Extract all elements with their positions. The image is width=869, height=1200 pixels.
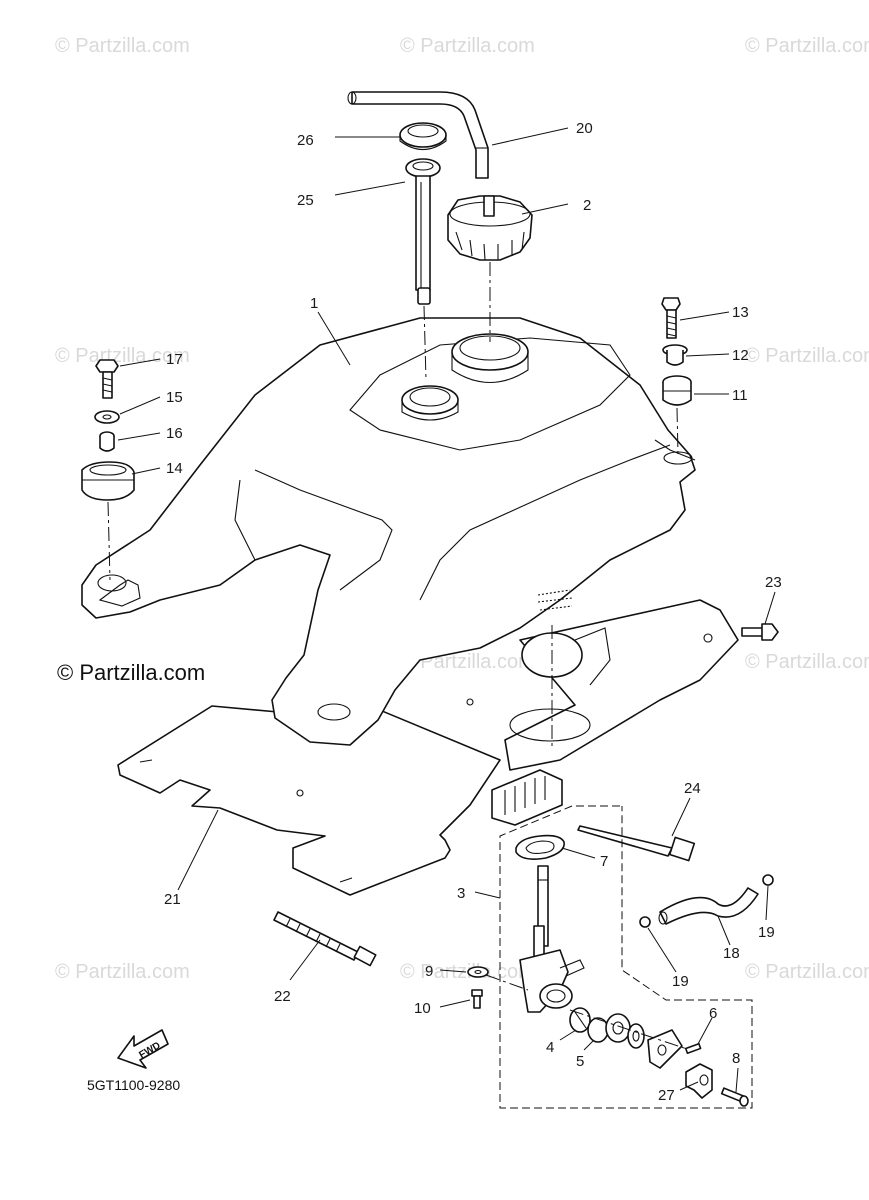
screw-6 xyxy=(684,1042,702,1055)
fuel-sender-25 xyxy=(405,158,441,381)
watermark: © Partzilla.com xyxy=(400,35,535,57)
callout-2: 2 xyxy=(583,197,591,214)
fuel-cock-assy-box xyxy=(499,805,753,1109)
lever-4 xyxy=(569,1007,591,1033)
callout-18: 18 xyxy=(723,945,740,962)
under-plate-21 xyxy=(117,698,501,896)
callout-8: 8 xyxy=(732,1050,740,1067)
hose-clip-19b xyxy=(762,874,774,886)
watermark: © Partzilla.com xyxy=(745,345,869,367)
callout-13: 13 xyxy=(732,304,749,321)
protector xyxy=(491,769,563,826)
fuel-hose-18 xyxy=(658,887,759,925)
callout-21: 21 xyxy=(164,891,181,908)
callout-17: 17 xyxy=(166,351,183,368)
cable-tie-22 xyxy=(273,911,377,967)
bolt-13 xyxy=(661,297,681,339)
callout-19: 19 xyxy=(758,924,775,941)
washer-9 xyxy=(467,966,489,978)
callout-20: 20 xyxy=(576,120,593,137)
callout-labels: 1 2 3 4 5 6 7 8 9 10 11 12 13 14 15 16 1… xyxy=(164,120,782,1104)
breather-hose-20 xyxy=(347,91,489,179)
watermark: © Partzilla.com xyxy=(55,961,190,983)
collar-16 xyxy=(99,431,115,452)
callout-6: 6 xyxy=(709,1005,717,1022)
callout-26: 26 xyxy=(297,132,314,149)
plate xyxy=(647,1029,683,1069)
watermark: © Partzilla.com xyxy=(745,35,869,57)
copyright-label: © Partzilla.com xyxy=(57,660,205,685)
damper-11 xyxy=(662,375,692,406)
callout-11: 11 xyxy=(732,387,748,404)
screw-10 xyxy=(471,989,483,1009)
leader-lines xyxy=(117,127,776,1093)
callout-14: 14 xyxy=(166,460,183,477)
tank-bracket xyxy=(504,599,739,771)
watermark: © Partzilla.com xyxy=(55,35,190,57)
bolt-23 xyxy=(741,623,779,641)
callout-9: 9 xyxy=(425,963,433,980)
callout-22: 22 xyxy=(274,988,291,1005)
fuel-cock-3 xyxy=(519,865,585,1013)
callout-7: 7 xyxy=(600,853,608,870)
callout-10: 10 xyxy=(414,1000,431,1017)
callout-25: 25 xyxy=(297,192,314,209)
screw-8 xyxy=(720,1087,749,1107)
collar-12 xyxy=(662,344,688,366)
mount-centerline xyxy=(676,407,679,456)
callout-19: 19 xyxy=(672,973,689,990)
fuel-tank-1 xyxy=(81,317,696,746)
damper-14 xyxy=(81,461,135,501)
callout-24: 24 xyxy=(684,780,701,797)
washer-15 xyxy=(94,410,120,424)
watermark: © Partzilla.com xyxy=(55,345,190,367)
watermark: © Partzilla.com xyxy=(745,651,869,673)
callout-12: 12 xyxy=(732,347,749,364)
fuel-cap-2 xyxy=(447,195,533,342)
screw-centerline xyxy=(485,974,529,991)
mount-centerline xyxy=(107,501,111,581)
callout-3: 3 xyxy=(457,885,465,902)
lever-seat xyxy=(605,1013,631,1043)
callout-1: 1 xyxy=(310,295,318,312)
watermark: © Partzilla.com xyxy=(745,961,869,983)
hose-clip-19a xyxy=(639,916,651,928)
diagram-code: 5GT1100-9280 xyxy=(87,1077,180,1093)
callout-16: 16 xyxy=(166,425,183,442)
bolt-17 xyxy=(95,359,119,399)
callout-4: 4 xyxy=(546,1039,554,1056)
callout-23: 23 xyxy=(765,574,782,591)
grommet-26 xyxy=(399,122,447,151)
callout-5: 5 xyxy=(576,1053,584,1070)
callout-27: 27 xyxy=(658,1087,675,1104)
callout-15: 15 xyxy=(166,389,183,406)
wave-washer xyxy=(627,1023,645,1049)
knob-27 xyxy=(685,1063,713,1099)
watermark-layer: © Partzilla.com © Partzilla.com © Partzi… xyxy=(55,35,869,983)
cable-tie-24 xyxy=(577,825,696,862)
lever-centerline xyxy=(569,1009,691,1051)
gasket-7 xyxy=(515,834,565,860)
forward-arrow-icon: FWD xyxy=(117,1029,169,1069)
